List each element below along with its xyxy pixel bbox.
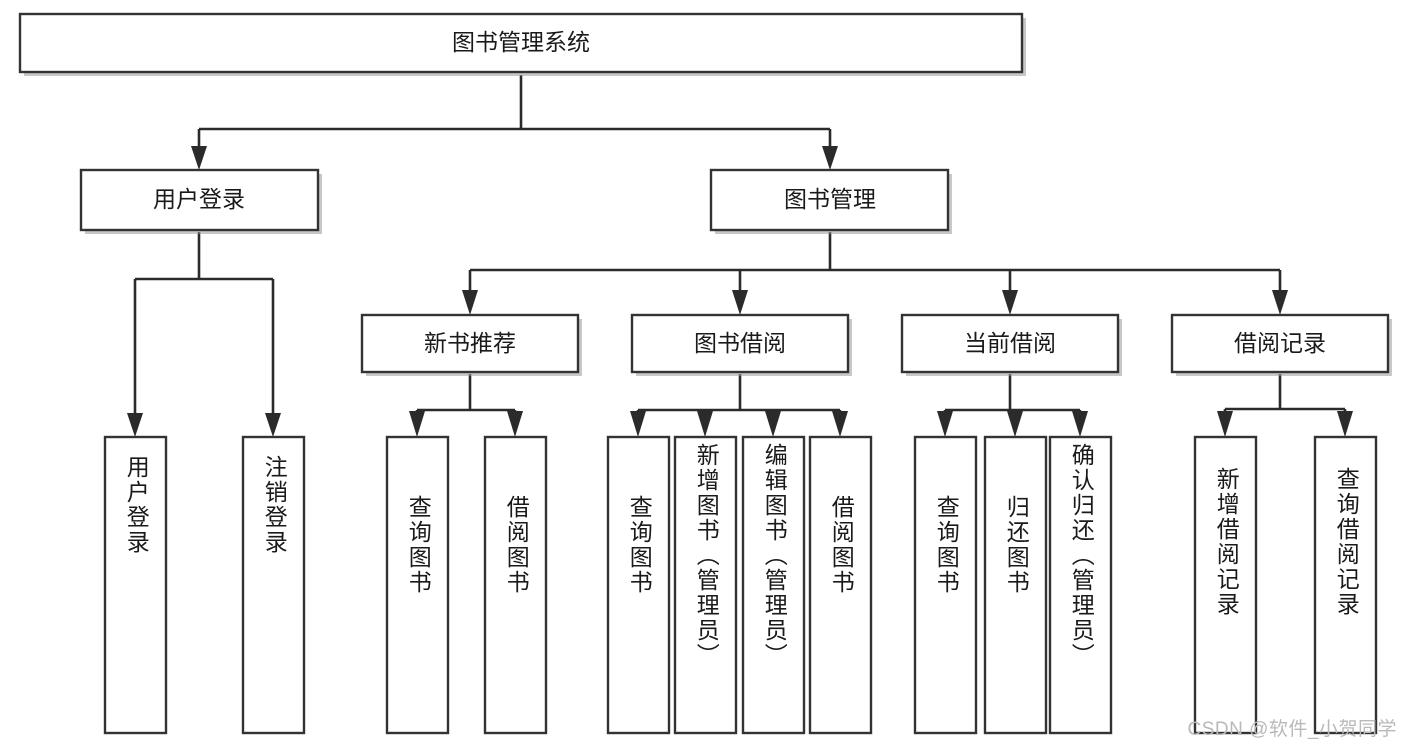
- leaf-box-borrow-book-1[interactable]: [483, 435, 548, 735]
- node-user-login[interactable]: 用户登录: [79, 168, 322, 234]
- arrowhead-current-borrow-leaf-3: [1072, 411, 1088, 437]
- leaf-box-query-record[interactable]: [1313, 435, 1378, 735]
- book-manage-box[interactable]: [709, 168, 950, 232]
- watermark: CSDN @软件_小贺同学: [1187, 719, 1397, 740]
- user-login-label: 用户登录: [153, 186, 245, 212]
- arrowhead-leaf-user-login: [127, 413, 143, 437]
- leaf-box-confirm-return[interactable]: [1048, 435, 1113, 735]
- arrowhead-current-borrow: [1002, 290, 1018, 315]
- leaf-box-query-book-2[interactable]: [606, 435, 671, 735]
- arrowhead-current-borrow-leaf-2: [1007, 411, 1023, 437]
- root-label: 图书管理系统: [452, 29, 590, 55]
- node-borrow-record[interactable]: 借阅记录: [1170, 313, 1392, 376]
- new-book-label: 新书推荐: [424, 330, 516, 356]
- user-login-box[interactable]: [79, 168, 320, 232]
- leaf-box-edit-book[interactable]: [741, 435, 806, 735]
- leaf-box-user-login[interactable]: [103, 435, 168, 735]
- arrowhead-borrow-record-leaf-2: [1337, 411, 1353, 437]
- book-manage-label: 图书管理: [784, 186, 876, 212]
- arrowhead-book-borrow-leaf-1: [630, 411, 646, 437]
- book-borrow-label: 图书借阅: [694, 330, 786, 356]
- root-box[interactable]: [18, 12, 1024, 74]
- node-current-borrow[interactable]: 当前借阅: [900, 313, 1122, 376]
- arrowhead-borrow-record-leaf-1: [1217, 411, 1233, 437]
- leaf-box-query-book-1[interactable]: [385, 435, 450, 735]
- node-book-borrow[interactable]: 图书借阅: [630, 313, 852, 376]
- node-book-manage[interactable]: 图书管理: [709, 168, 952, 234]
- current-borrow-label: 当前借阅: [964, 330, 1056, 356]
- arrowhead-new-book-leaf-1: [409, 411, 425, 437]
- arrowhead-book-borrow-leaf-2: [697, 411, 713, 437]
- arrowhead-leaf-logout: [265, 413, 281, 437]
- arrowhead-current-borrow-leaf-1: [937, 411, 953, 437]
- current-borrow-box[interactable]: [900, 313, 1120, 374]
- arrowhead-new-book: [462, 290, 478, 315]
- arrowhead-book-borrow-leaf-3: [765, 411, 781, 437]
- arrowhead-user-login: [191, 146, 207, 170]
- leaf-box-query-book-3[interactable]: [913, 435, 978, 735]
- node-root[interactable]: 图书管理系统: [18, 12, 1026, 76]
- borrow-record-box[interactable]: [1170, 313, 1390, 374]
- arrowhead-book-borrow-leaf-4: [832, 411, 848, 437]
- leaf-box-borrow-book-2[interactable]: [808, 435, 873, 735]
- arrowhead-new-book-leaf-2: [507, 411, 523, 437]
- leaf-boxes: [103, 435, 1378, 735]
- node-new-book-recommend[interactable]: 新书推荐: [360, 313, 582, 376]
- connectors: [127, 75, 1353, 437]
- arrowhead-book-manage: [822, 146, 838, 170]
- leaf-box-add-record[interactable]: [1193, 435, 1258, 735]
- borrow-record-label: 借阅记录: [1234, 330, 1326, 356]
- leaf-box-logout[interactable]: [241, 435, 306, 735]
- book-borrow-box[interactable]: [630, 313, 850, 374]
- arrowhead-borrow-record: [1272, 290, 1288, 315]
- leaf-box-add-book[interactable]: [673, 435, 738, 735]
- new-book-box[interactable]: [360, 313, 580, 374]
- arrowhead-book-borrow: [732, 290, 748, 315]
- leaf-box-return-book[interactable]: [983, 435, 1048, 735]
